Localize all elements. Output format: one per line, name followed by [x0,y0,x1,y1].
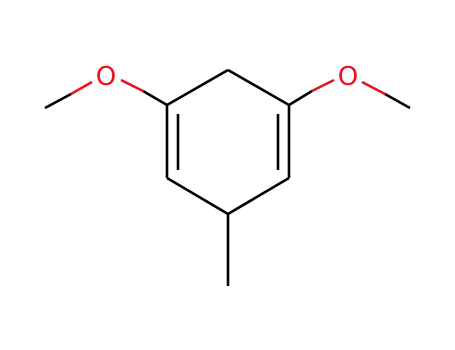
bond-o-left-me-black [44,92,72,110]
bond-o-right-me-black [384,92,411,110]
bond-c2-c3 [227,68,290,107]
bond-o-left-me-red [70,80,93,96]
bond-c5-c6 [166,176,229,216]
bond-c1-c2 [166,68,229,107]
bond-c1-o-left-red [120,78,144,93]
bond-c1-o-left-black [142,89,168,107]
oxygen-atom-right: O [338,62,358,92]
bond-c3-o-right-red [311,78,335,93]
oxygen-atom-left: O [96,62,116,92]
bond-c3-o-right-black [288,89,313,107]
bond-o-right-me-red [361,80,386,96]
bond-c4-c5 [227,176,290,216]
